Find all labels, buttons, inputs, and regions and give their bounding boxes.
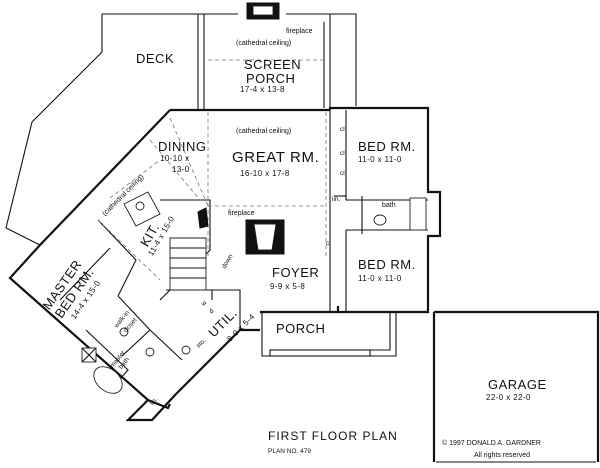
screen-porch-label-line2: PORCH <box>246 71 296 86</box>
garage-outline <box>432 310 600 463</box>
dining-dims-line1: 10-10 x <box>160 154 190 163</box>
plan-title: FIRST FLOOR PLAN <box>268 429 398 443</box>
bed-room-2-label: BED RM. <box>358 257 416 272</box>
closet-label-1: cl <box>340 126 345 133</box>
porch-label: PORCH <box>276 321 326 336</box>
garage-label: GARAGE <box>488 377 547 392</box>
rights-line: All rights reserved <box>474 452 531 459</box>
plan-number: PLAN NO. 479 <box>268 448 311 455</box>
screen-porch-dims: 17-4 x 13-8 <box>240 85 285 94</box>
screen-porch-fireplace-label: fireplace <box>286 28 313 35</box>
copyright-line: © 1997 DONALD A. GARDNER <box>442 440 541 447</box>
bed-room-1-label: BED RM. <box>358 139 416 154</box>
bed-room-1-dims: 11-0 x 11-0 <box>358 155 402 164</box>
bed-room-2-dims: 11-0 x 11-0 <box>358 274 402 283</box>
great-room-fireplace-label: fireplace <box>228 210 255 217</box>
deck-outline <box>5 13 357 246</box>
dining-dims-line2: 13-0 <box>172 165 190 174</box>
great-room-fireplace <box>245 219 285 255</box>
great-room-label: GREAT RM. <box>232 149 320 166</box>
dining-label: DINING <box>158 139 207 154</box>
great-room-dims: 16-10 x 17-8 <box>240 169 290 178</box>
closet-label-3: cl <box>340 170 345 177</box>
linen-label-hall: lin. <box>332 196 341 203</box>
great-room-ceiling-note: (cathedral ceiling) <box>236 128 292 135</box>
ceiling-dashed-lines <box>97 59 327 281</box>
kitchen-island <box>123 191 161 227</box>
screen-porch-ceiling-note: (cathedral ceiling) <box>236 40 292 47</box>
screen-porch-label-line1: SCREEN <box>244 57 302 72</box>
deck-label: DECK <box>136 51 175 66</box>
front-porch-outline <box>261 312 397 357</box>
closet-label-2: cl <box>340 150 345 157</box>
hall-bath-fixtures <box>373 197 427 231</box>
closet-label-4: cl <box>326 240 331 247</box>
hall-bath-label: bath <box>382 202 396 209</box>
garage-dims: 22-0 x 22-0 <box>486 393 531 402</box>
master-bath-fixtures <box>81 327 191 394</box>
stair <box>169 207 209 291</box>
foyer-dims: 9-9 x 5-8 <box>270 282 306 291</box>
foyer-label: FOYER <box>272 265 320 280</box>
screen-porch-outline <box>197 2 331 110</box>
